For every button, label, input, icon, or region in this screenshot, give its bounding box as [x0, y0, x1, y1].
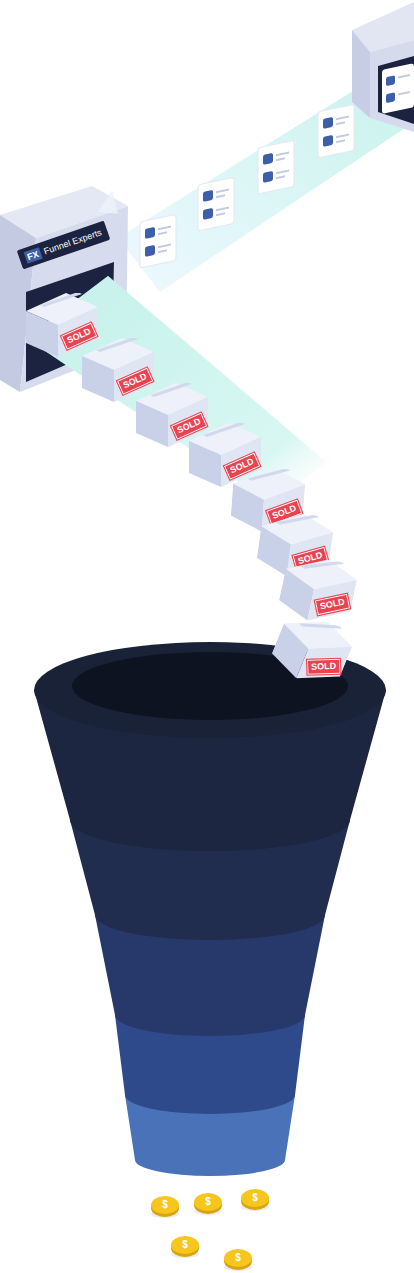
currency-symbol: $ — [162, 1199, 168, 1211]
coin: $ — [151, 1196, 179, 1214]
conveyor-shadow — [26, 276, 330, 600]
source-building — [352, 2, 414, 132]
sold-package: SOLD — [82, 338, 154, 402]
coin: $ — [194, 1193, 222, 1211]
logo-mark: FX — [24, 247, 43, 263]
coin: $ — [241, 1189, 269, 1207]
currency-symbol: $ — [235, 1252, 241, 1264]
lower-conveyor — [26, 276, 326, 504]
profile-cards — [140, 104, 354, 268]
sold-label: SOLD — [307, 659, 341, 675]
sold-package: SOLD — [26, 293, 98, 357]
sold-package: SOLD — [276, 551, 360, 629]
currency-symbol: $ — [182, 1239, 188, 1251]
currency-symbol: $ — [252, 1192, 258, 1204]
sales-funnel — [34, 642, 386, 1176]
coin: $ — [171, 1236, 199, 1254]
coin: $ — [224, 1249, 252, 1267]
package-shape — [276, 551, 360, 629]
currency-symbol: $ — [205, 1196, 211, 1208]
